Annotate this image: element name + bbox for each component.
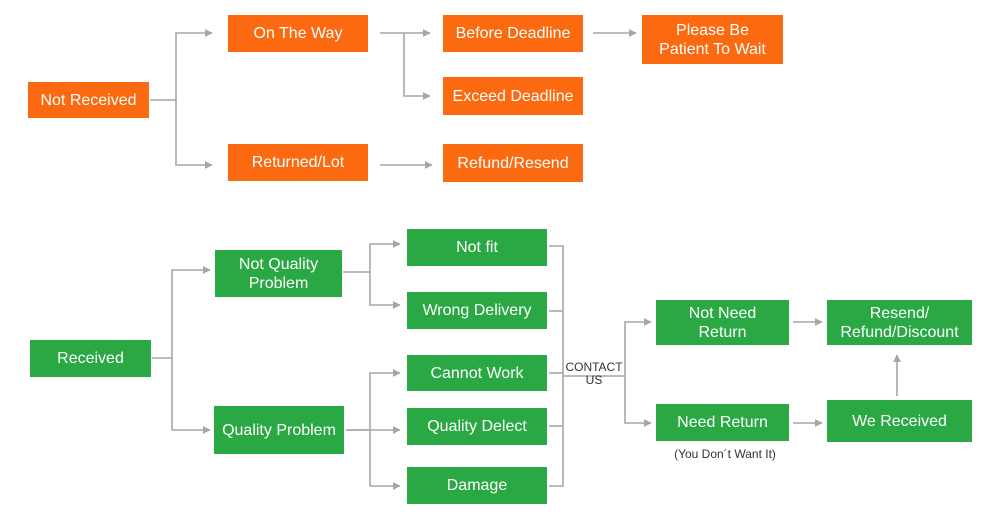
connector-problems-bracket bbox=[549, 245, 564, 487]
node-quality-defect: Quality Delect bbox=[407, 408, 547, 445]
node-please-be-patient: Please Be Patient To Wait bbox=[642, 15, 783, 64]
connector-not-quality-to-wrong-delivery bbox=[369, 272, 401, 309]
node-exceed-deadline: Exceed Deadline bbox=[443, 77, 583, 115]
need-return-note: (You Don´t Want It) bbox=[674, 447, 776, 461]
node-not-quality-problem: Not Quality Problem bbox=[215, 250, 342, 297]
node-cannot-work: Cannot Work bbox=[407, 355, 547, 391]
node-resend-refund-discount: Resend/ Refund/Discount bbox=[827, 300, 972, 345]
node-damage: Damage bbox=[407, 467, 547, 504]
node-need-return: Need Return bbox=[656, 404, 789, 441]
node-wrong-delivery: Wrong Delivery bbox=[407, 292, 547, 329]
node-refund-resend: Refund/Resend bbox=[443, 144, 583, 182]
node-on-the-way: On The Way bbox=[228, 15, 368, 52]
connector-on-the-way-to-exceed-deadline bbox=[403, 33, 431, 100]
node-before-deadline: Before Deadline bbox=[443, 15, 583, 52]
connector-contact-to-need-return bbox=[624, 376, 652, 427]
connector-not-received-to-on-the-way bbox=[150, 29, 213, 101]
node-we-received: We Received bbox=[827, 400, 972, 442]
connector-quality-to-damage bbox=[369, 430, 401, 490]
node-not-need-return: Not Need Return bbox=[656, 300, 789, 345]
connector-received-to-not-quality bbox=[152, 266, 211, 359]
node-received: Received bbox=[30, 340, 151, 377]
node-quality-problem: Quality Problem bbox=[214, 406, 344, 454]
connector-quality-to-cannot-work bbox=[346, 369, 401, 431]
node-returned-lot: Returned/Lot bbox=[228, 144, 368, 181]
contact-us-label: CONTACT US bbox=[565, 360, 623, 387]
connector-not-quality-to-not-fit bbox=[343, 240, 401, 273]
connector-received-to-quality bbox=[171, 358, 211, 434]
connector-contact-to-not-need-return bbox=[624, 318, 652, 376]
node-not-fit: Not fit bbox=[407, 229, 547, 266]
node-not-received: Not Received bbox=[28, 82, 149, 118]
connector-not-received-to-returned bbox=[175, 100, 213, 169]
